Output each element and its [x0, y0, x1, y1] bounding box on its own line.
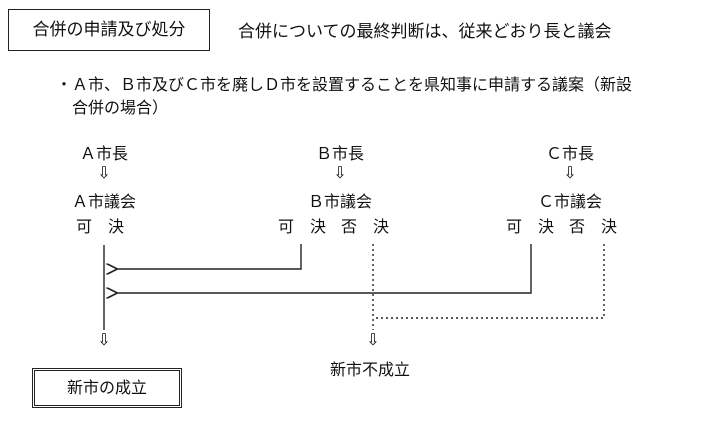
approve-b: 可 決: [278, 217, 327, 236]
mayor-a: Ａ市長: [79, 144, 128, 163]
approve-c: 可 決: [506, 217, 555, 236]
bullet-line-2: 合併の場合）: [72, 98, 169, 117]
council-a: Ａ市議会: [71, 192, 136, 211]
line-c-approve: [116, 244, 532, 293]
line-c-reject: [373, 244, 605, 319]
title-text: 合併の申請及び処分: [32, 20, 186, 40]
arrow-b-icon: ⇩: [333, 163, 347, 182]
mayor-c: Ｃ市長: [545, 144, 594, 163]
approve-a: 可 決: [76, 217, 125, 236]
reject-b: 否 決: [341, 217, 390, 236]
council-b: Ｂ市議会: [307, 192, 372, 211]
reject-c: 否 決: [569, 217, 618, 236]
outcome-fail: 新市不成立: [330, 360, 411, 379]
bullet-marker: ・: [56, 75, 73, 94]
bullet-note: ・Ａ市、Ｂ市及びＣ市を廃しＤ市を設置することを県知事に申請する議案（新設 合併の…: [56, 73, 632, 119]
bullet-line-1: ・Ａ市、Ｂ市及びＣ市を廃しＤ市を設置することを県知事に申請する議案（新設: [56, 75, 633, 94]
outcome-success: 新市の成立: [66, 378, 147, 397]
outcome-success-box: 新市の成立: [32, 368, 182, 408]
mayor-b: Ｂ市長: [315, 144, 364, 163]
fail-arrow-icon: ⇩: [366, 330, 380, 349]
line-b-approve: [116, 244, 302, 269]
title-box: 合併の申請及び処分: [8, 9, 210, 51]
success-arrow-icon: ⇩: [97, 330, 111, 349]
headline: 合併についての最終判断は、従来どおり長と議会: [238, 22, 612, 42]
arrow-a-icon: ⇩: [97, 163, 111, 182]
council-c: Ｃ市議会: [537, 192, 602, 211]
arrow-c-icon: ⇩: [563, 163, 577, 182]
